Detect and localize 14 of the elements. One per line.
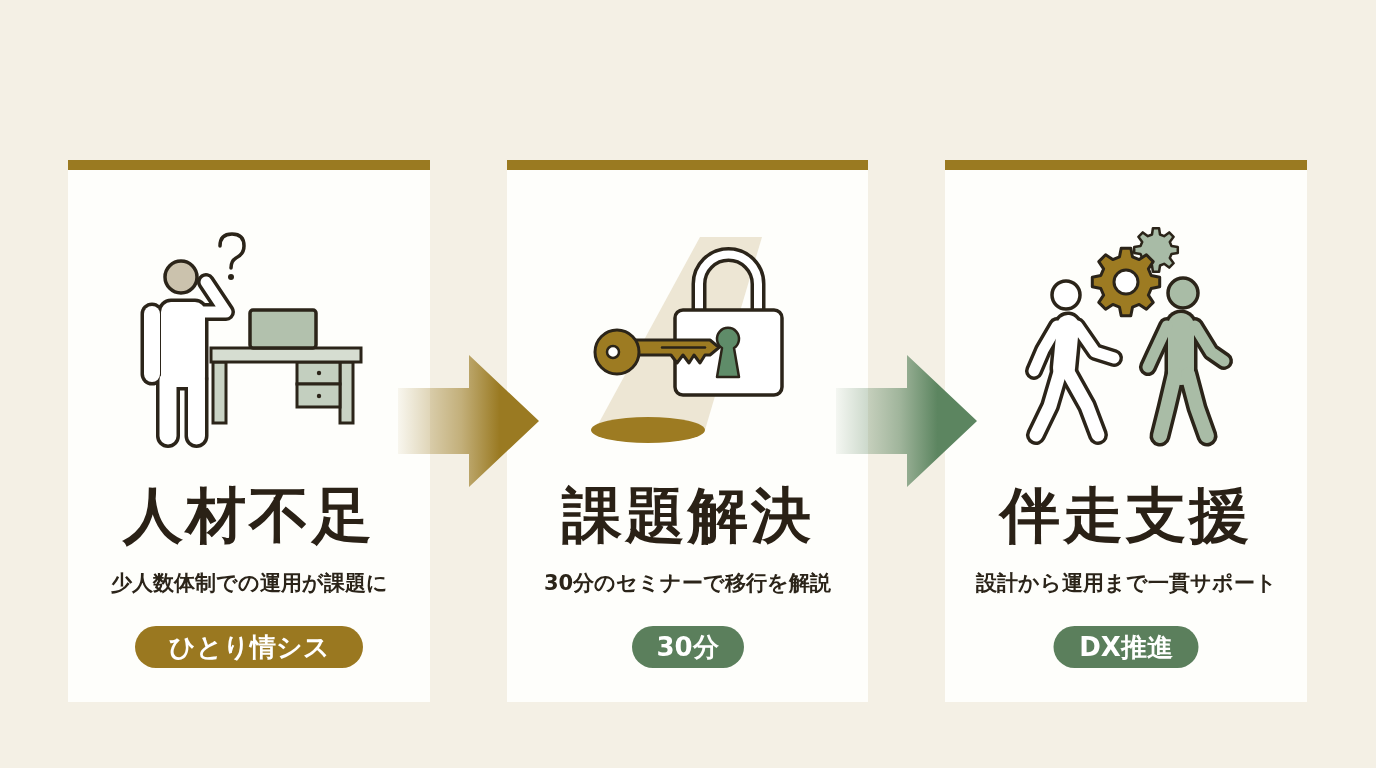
category-badge: ひとり情シス — [135, 626, 363, 668]
step-title: 伴走支援 — [1000, 480, 1252, 550]
flow-arrow — [398, 355, 539, 487]
step-card — [507, 160, 868, 702]
category-badge: 30分 — [631, 626, 744, 668]
step-description: 少人数体制での運用が課題に — [110, 571, 388, 595]
step-title: 人材不足 — [123, 480, 375, 550]
step-card — [945, 160, 1307, 702]
step-description: 30分のセミナーで移行を解説 — [543, 571, 832, 595]
step-description: 設計から運用まで一貫サポート — [975, 571, 1277, 595]
category-badge: DX推進 — [1053, 626, 1199, 668]
step-card — [68, 160, 430, 702]
flow-arrow — [836, 355, 977, 487]
step-title: 課題解決 — [561, 480, 814, 550]
